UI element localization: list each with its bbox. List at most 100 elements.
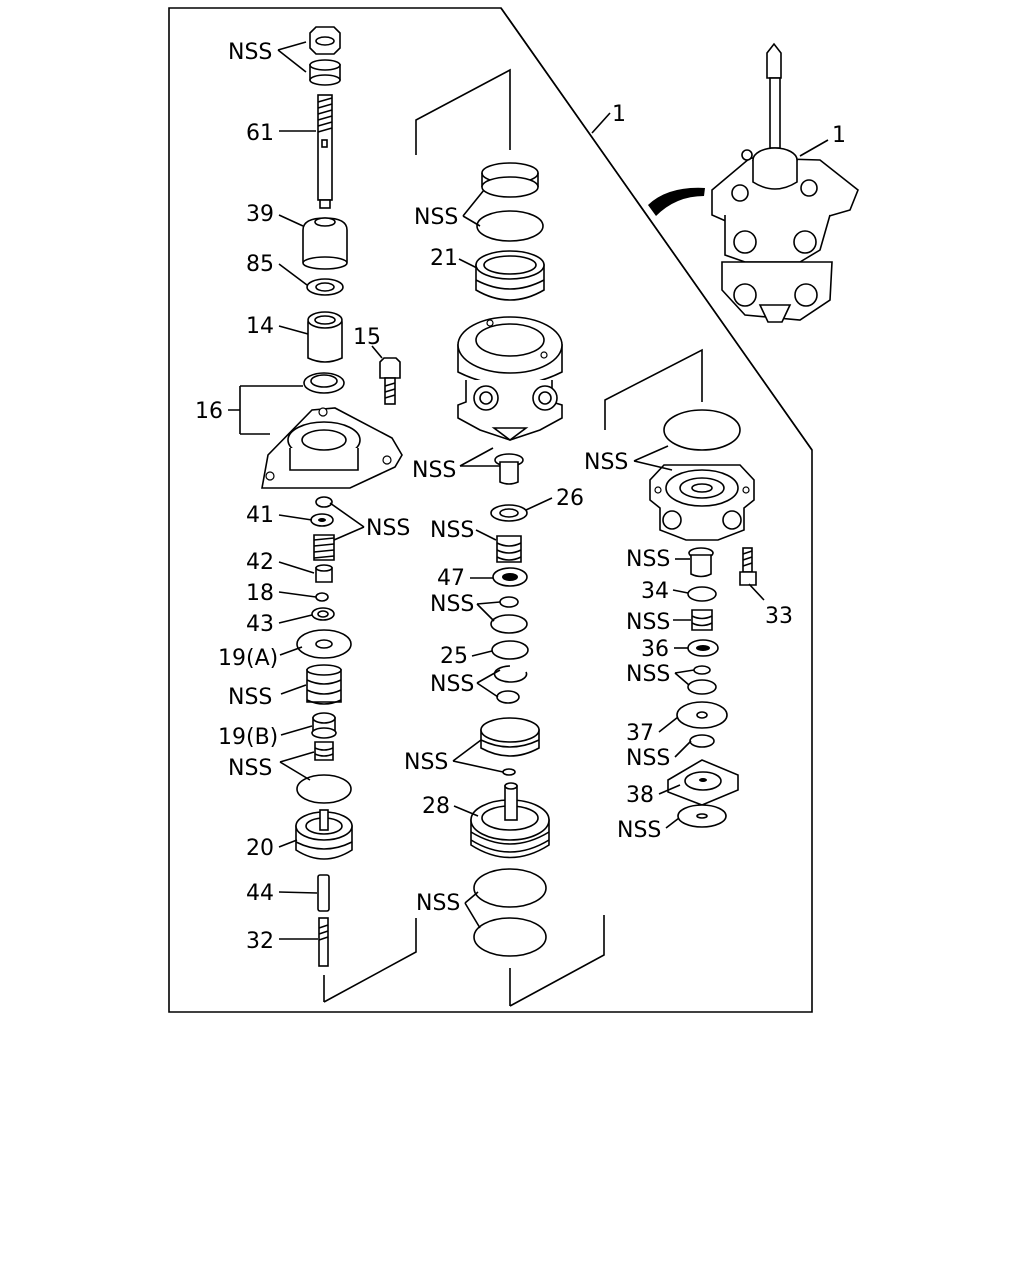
label-38: 38 — [626, 783, 654, 808]
sleeve-14-part — [307, 311, 343, 363]
seal-47-part — [492, 567, 528, 587]
ring-26-part — [490, 504, 528, 522]
label-1-mid: 1 — [612, 102, 626, 127]
disc-lower-part — [296, 774, 352, 804]
label-19a: 19(A) — [218, 646, 278, 671]
label-nss-mid-clip: NSS — [430, 672, 474, 697]
label-nss-right-3: NSS — [626, 662, 670, 687]
label-85: 85 — [246, 252, 274, 277]
label-33: 33 — [765, 604, 793, 629]
small-spring-part — [314, 741, 334, 761]
oring-mid-1 — [499, 596, 519, 608]
valve-right-part — [688, 547, 714, 578]
direction-arrow — [648, 187, 705, 216]
label-nss-mid-body: NSS — [412, 458, 456, 483]
label-16: 16 — [195, 399, 223, 424]
label-nss-top: NSS — [228, 40, 272, 65]
pin-44-part — [317, 874, 330, 912]
divider-line — [500, 7, 813, 451]
seal-36-part — [687, 639, 719, 657]
ring-set-top — [476, 162, 544, 242]
right-column-parts — [604, 348, 757, 828]
piston-28-part — [470, 782, 550, 859]
housing-part — [457, 316, 563, 441]
rod-61-part — [317, 94, 333, 209]
label-nss-mid-ring: NSS — [430, 592, 474, 617]
middle-column-parts — [323, 68, 605, 1007]
gasket-right-top — [663, 409, 741, 451]
disc-mid-1 — [473, 868, 547, 908]
label-47: 47 — [437, 566, 465, 591]
assembly-frame — [168, 7, 813, 1013]
part-labels: NSS 61 39 85 14 15 16 41 NSS 42 18 43 19… — [195, 40, 846, 954]
label-41: 41 — [246, 503, 274, 528]
label-26: 26 — [556, 486, 584, 511]
label-nss-right-top: NSS — [584, 450, 628, 475]
bolt-15-part — [379, 357, 401, 405]
label-34: 34 — [641, 579, 669, 604]
oring-mid-4 — [502, 768, 516, 776]
oring-mid-2 — [490, 614, 528, 634]
label-nss-mid-top: NSS — [414, 205, 458, 230]
label-15: 15 — [353, 325, 381, 350]
leader-lines — [228, 41, 829, 940]
ring-25-part — [491, 640, 529, 660]
label-nss-mid-spring: NSS — [430, 518, 474, 543]
label-28: 28 — [422, 794, 450, 819]
seal-16-part — [303, 372, 345, 394]
spring-mid-part — [496, 535, 522, 563]
oring-right-2 — [687, 679, 717, 695]
valve-part — [494, 453, 524, 485]
bracket-bottom-left — [323, 918, 417, 1003]
label-nss-right-5: NSS — [617, 818, 661, 843]
label-nss-mid-piston: NSS — [404, 750, 448, 775]
small-parts-41-43 — [310, 496, 335, 621]
cover-38-part — [667, 759, 739, 806]
plate-16-part — [261, 407, 403, 489]
label-32: 32 — [246, 929, 274, 954]
label-nss-mid-bottom: NSS — [416, 891, 460, 916]
ring-right-small — [689, 734, 715, 748]
clip-part — [493, 665, 528, 683]
label-44: 44 — [246, 881, 274, 906]
assembled-valve-view — [648, 42, 859, 323]
oring-right-1 — [693, 665, 711, 675]
label-36: 36 — [641, 637, 669, 662]
label-nss-left-lower: NSS — [228, 756, 272, 781]
ring-85-part — [306, 278, 344, 296]
bushing-19b-part — [311, 712, 337, 739]
pin-32-part — [318, 917, 329, 967]
label-61: 61 — [246, 121, 274, 146]
bolt-33-part — [739, 547, 757, 586]
spring-left-part — [306, 664, 342, 705]
lower-housing-part — [649, 464, 755, 541]
label-14: 14 — [246, 314, 274, 339]
bracket-top-right — [604, 348, 703, 430]
cap-39-part — [302, 217, 348, 270]
label-nss-right-4: NSS — [626, 746, 670, 771]
label-42: 42 — [246, 550, 274, 575]
bracket-bottom-mid — [509, 915, 605, 1007]
label-21: 21 — [430, 246, 458, 271]
left-column-parts — [261, 26, 403, 967]
piston-ring-set — [480, 717, 540, 757]
nut-part — [309, 26, 341, 55]
oring-mid-3 — [496, 690, 520, 704]
label-37: 37 — [626, 721, 654, 746]
label-nss-spring-left: NSS — [228, 685, 272, 710]
piston-20-part — [295, 809, 353, 860]
label-43: 43 — [246, 612, 274, 637]
label-20: 20 — [246, 836, 274, 861]
disc-19a-part — [296, 629, 352, 659]
label-nss-right-2: NSS — [626, 610, 670, 635]
spring-right-part — [691, 609, 713, 631]
label-nss-right-1: NSS — [626, 547, 670, 572]
disc-37-part — [676, 701, 728, 729]
label-nss-41: NSS — [366, 516, 410, 541]
label-25: 25 — [440, 644, 468, 669]
bracket-top-mid — [415, 68, 511, 155]
sleeve-21-part — [475, 250, 545, 301]
label-39: 39 — [246, 202, 274, 227]
disc-right-bottom — [677, 804, 727, 828]
